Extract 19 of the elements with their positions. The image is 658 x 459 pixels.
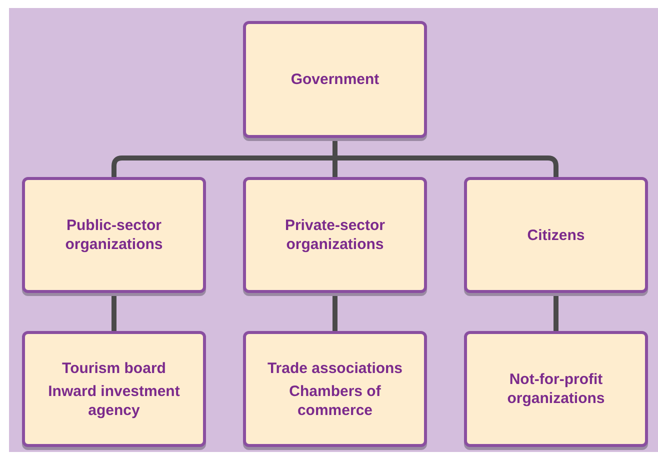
box-label: Chambers of commerce bbox=[288, 382, 382, 420]
org-box bbox=[22, 331, 206, 447]
box-label: Private-sector organizations bbox=[284, 216, 386, 254]
box-label: Citizens bbox=[527, 226, 585, 244]
box-label: Tourism board bbox=[62, 358, 166, 378]
org-box bbox=[243, 331, 427, 447]
org-box bbox=[22, 177, 206, 293]
box-label: Not-for-profit organizations bbox=[506, 370, 606, 408]
connector-line bbox=[554, 293, 558, 331]
box-label: Government bbox=[290, 70, 380, 89]
connector-line bbox=[332, 293, 338, 331]
box-label: Inward investment agency bbox=[47, 382, 181, 420]
org-box bbox=[464, 331, 648, 447]
org-box bbox=[464, 177, 648, 293]
org-box bbox=[243, 177, 427, 293]
box-label: Public-sector organizations bbox=[64, 216, 164, 254]
box-label: Trade associations bbox=[267, 358, 403, 378]
org-box bbox=[243, 21, 427, 138]
connector-line bbox=[112, 293, 116, 331]
